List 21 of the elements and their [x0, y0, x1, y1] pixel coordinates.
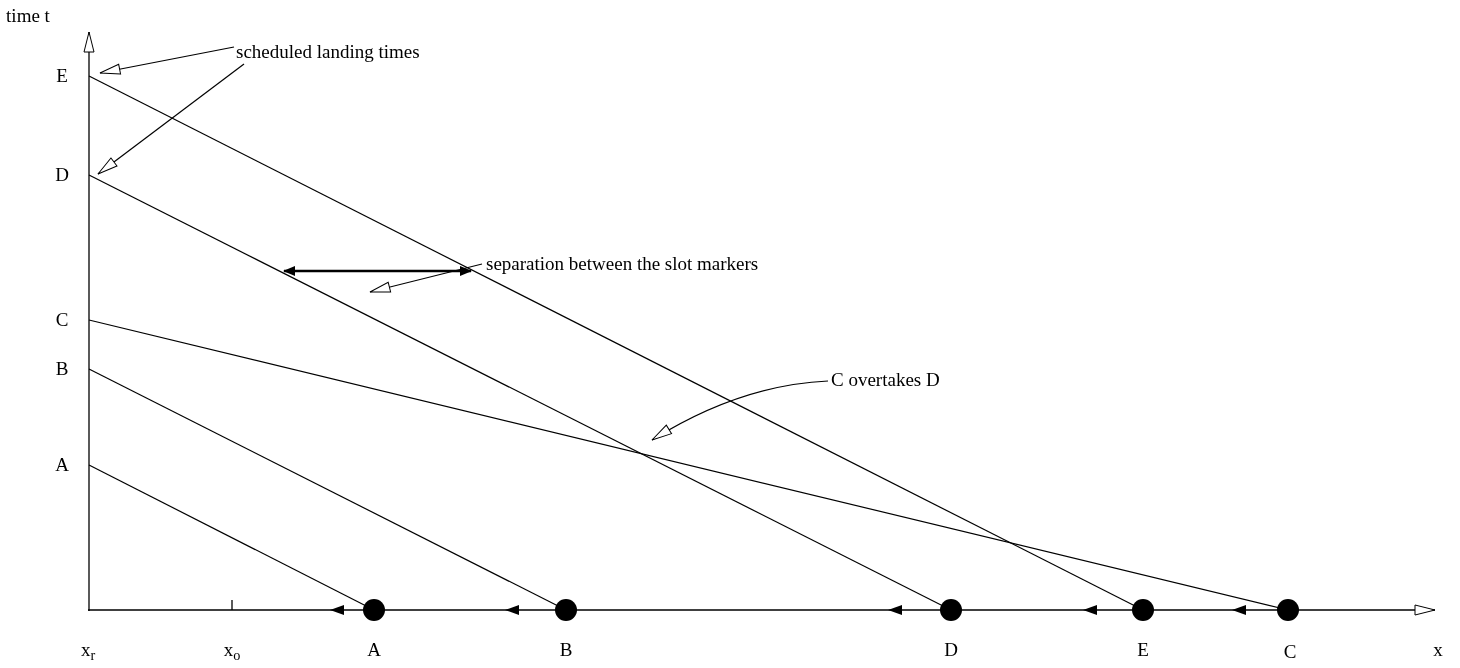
axis-label: x$_{o}$ — [223, 638, 241, 662]
axis-label: x — [1433, 638, 1443, 662]
axis-label: C — [1283, 640, 1297, 664]
axis-label: E — [56, 64, 68, 88]
axis-label: D — [944, 638, 958, 662]
annotation-text: scheduled landing times — [236, 40, 420, 64]
axis-title: time t — [6, 4, 50, 28]
leader-line — [369, 263, 483, 293]
axis-label: A — [55, 453, 69, 477]
axis-label: x$_{r}$ — [80, 638, 96, 662]
annotation-text: separation between the slot markers — [486, 252, 759, 276]
leader-line — [99, 46, 235, 75]
axis-label: B — [559, 638, 573, 662]
annotation-text: C overtakes D — [831, 368, 940, 392]
axis-label: E — [1137, 638, 1149, 662]
axis-label: B — [55, 357, 69, 381]
leader-line — [651, 380, 829, 441]
axis-label: C — [55, 308, 69, 332]
leader-line — [97, 63, 245, 175]
axis-label: A — [367, 638, 381, 662]
axis-label: D — [55, 163, 69, 187]
